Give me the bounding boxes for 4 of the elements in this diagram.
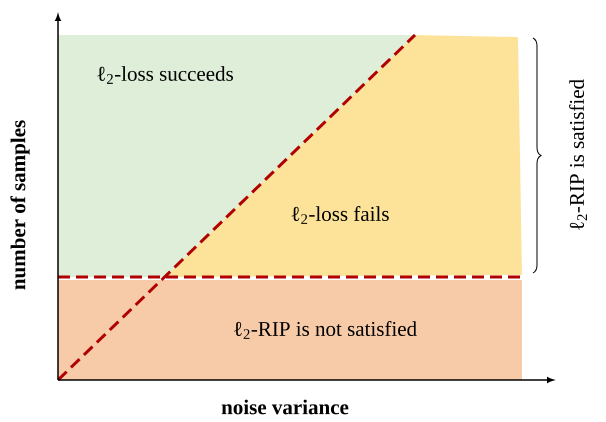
axis-title: noise variance bbox=[222, 400, 348, 414]
axis-title: number of samples bbox=[10, 120, 30, 290]
brace-label: ℓ$_{2}$-RIP is satisfied bbox=[569, 79, 587, 230]
region-area: ℓ$_{2}$-RIP is not satisfied bbox=[58, 280, 522, 380]
